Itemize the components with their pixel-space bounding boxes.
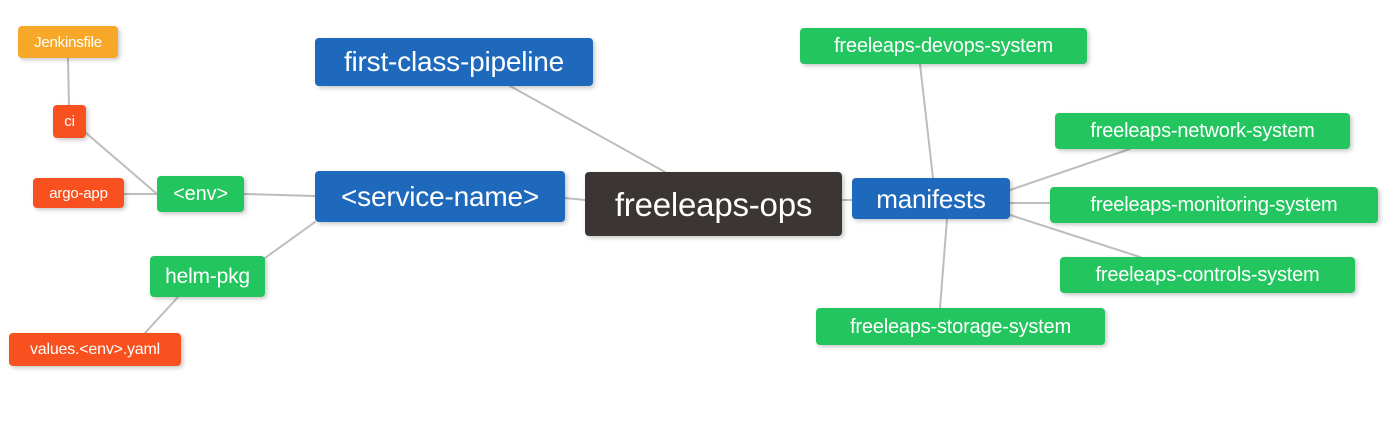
- mindmap-edge-service-name-to-freeleaps-ops: [564, 197, 586, 201]
- mindmap-node-freeleaps-devops-system[interactable]: freeleaps-devops-system: [800, 28, 1087, 64]
- mindmap-node-argo-app[interactable]: argo-app: [33, 178, 124, 208]
- mindmap-edge-helm-pkg-to-values-yaml: [144, 296, 179, 334]
- mindmap-edge-manifests-to-freeleaps-storage-system: [939, 218, 948, 309]
- mindmap-node-freeleaps-ops[interactable]: freeleaps-ops: [585, 172, 842, 236]
- mindmap-node-values-yaml[interactable]: values.<env>.yaml: [9, 333, 181, 366]
- mindmap-node-freeleaps-monitoring-system[interactable]: freeleaps-monitoring-system: [1050, 187, 1378, 223]
- mindmap-node-freeleaps-controls-system[interactable]: freeleaps-controls-system: [1060, 257, 1355, 293]
- mindmap-node-env[interactable]: <env>: [157, 176, 244, 212]
- mindmap-edge-first-class-pipeline-to-freeleaps-ops: [509, 85, 666, 173]
- mindmap-node-service-name[interactable]: <service-name>: [315, 171, 565, 222]
- mindmap-edge-jenkinsfile-to-ci: [67, 57, 70, 106]
- mindmap-node-manifests[interactable]: manifests: [852, 178, 1010, 219]
- mindmap-node-first-class-pipeline[interactable]: first-class-pipeline: [315, 38, 593, 86]
- mindmap-node-helm-pkg[interactable]: helm-pkg: [150, 256, 265, 297]
- mindmap-node-freeleaps-network-system[interactable]: freeleaps-network-system: [1055, 113, 1350, 149]
- mindmap-edge-service-name-to-helm-pkg: [264, 221, 316, 259]
- mindmap-edge-manifests-to-freeleaps-network-system: [1009, 148, 1131, 191]
- mindmap-node-freeleaps-storage-system[interactable]: freeleaps-storage-system: [816, 308, 1105, 345]
- mindmap-edge-manifests-to-freeleaps-devops-system: [919, 63, 934, 179]
- mindmap-node-jenkinsfile[interactable]: Jenkinsfile: [18, 26, 118, 58]
- mindmap-node-ci[interactable]: ci: [53, 105, 86, 138]
- mindmap-edge-env-to-service-name: [243, 193, 316, 197]
